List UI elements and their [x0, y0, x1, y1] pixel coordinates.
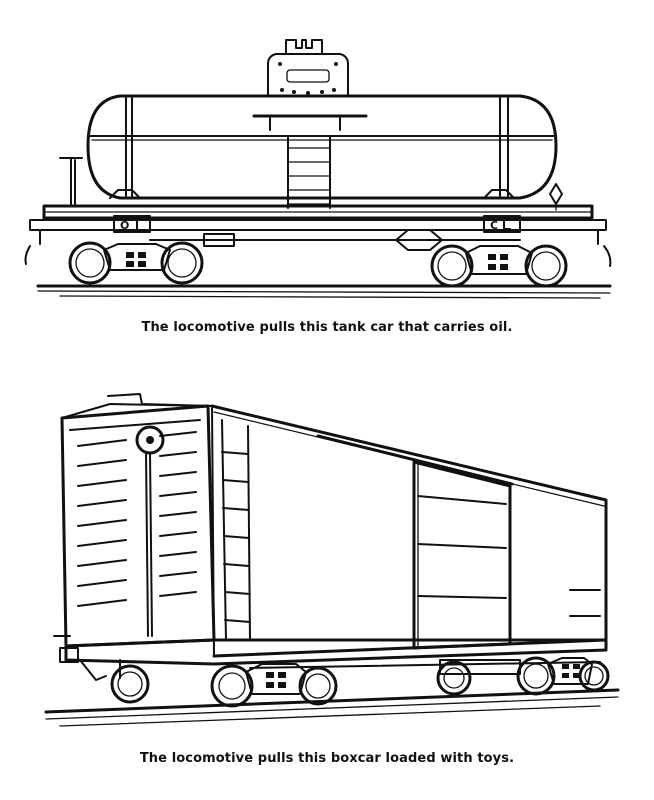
boxcar-side-wall — [212, 406, 606, 656]
tank-car-drawing: O C — [26, 40, 611, 298]
tank-underframe: O C — [26, 184, 611, 266]
boxcar-truck-left — [112, 664, 336, 706]
boxcar-truck-right — [438, 658, 608, 694]
svg-text:C: C — [490, 219, 498, 232]
tank-truck-right — [432, 246, 566, 286]
tank-truck-left — [70, 243, 202, 283]
boxcar-drawing — [46, 394, 618, 726]
boxcar-end-wall — [62, 406, 214, 646]
boxcar-caption: The locomotive pulls this boxcar loaded … — [139, 751, 515, 766]
tank-dome — [268, 40, 348, 96]
tank-rails — [38, 286, 610, 298]
tank-ladder — [254, 116, 366, 208]
brake-wheel — [60, 158, 82, 206]
svg-text:O: O — [120, 219, 129, 232]
boxcar-ladder — [222, 420, 250, 640]
tank-body — [88, 96, 556, 198]
tank-car-caption: The locomotive pulls this tank car that … — [141, 320, 513, 335]
boxcar-rails — [46, 690, 618, 726]
